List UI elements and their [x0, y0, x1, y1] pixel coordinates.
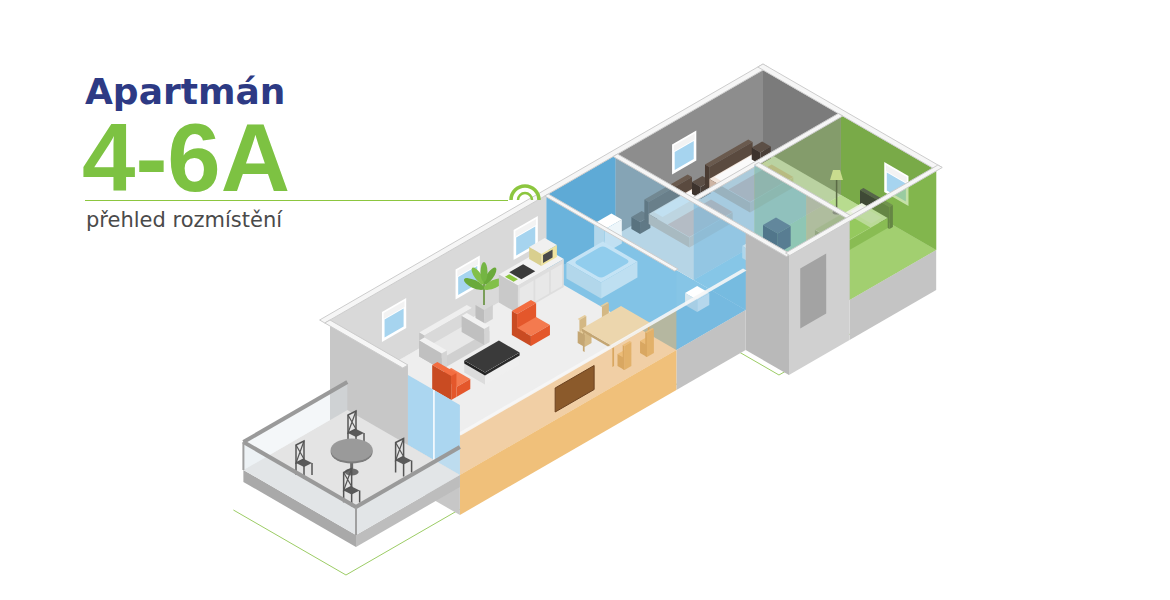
living-furniture	[529, 247, 541, 266]
balcony	[356, 447, 460, 507]
location-marker	[511, 186, 539, 200]
living-furniture	[517, 328, 531, 346]
bedroom-furniture	[830, 170, 843, 180]
floors	[330, 150, 936, 500]
living-furniture	[535, 272, 549, 302]
living-furniture	[543, 250, 553, 264]
back-wall	[382, 298, 406, 342]
living-furniture	[462, 316, 485, 345]
wall-cap	[754, 163, 854, 221]
living-furniture	[583, 332, 585, 352]
front-wall	[676, 270, 745, 350]
balcony	[356, 447, 460, 535]
living-furniture	[464, 361, 485, 376]
right-wall	[886, 165, 907, 183]
living-furniture	[531, 325, 550, 346]
living-furniture	[481, 262, 488, 282]
living-furniture	[499, 275, 518, 314]
balcony	[243, 442, 356, 507]
balcony	[396, 439, 412, 477]
wall-cap	[613, 154, 791, 257]
living-furniture	[531, 325, 550, 346]
living-furniture	[451, 373, 456, 400]
wall-cap	[545, 194, 678, 271]
wall-cap	[457, 269, 746, 436]
living-furniture	[484, 305, 493, 324]
ground-outline	[207, 185, 926, 600]
living-furniture	[451, 373, 456, 400]
wall-cap	[613, 154, 791, 257]
living-furniture	[583, 332, 585, 352]
balcony	[355, 507, 357, 535]
front-wall	[460, 270, 746, 515]
back-wall	[515, 219, 536, 237]
balcony	[243, 442, 356, 535]
living-furniture	[485, 353, 520, 385]
living-furniture	[456, 379, 470, 397]
living-furniture	[541, 245, 557, 266]
wall-cap	[786, 165, 943, 256]
living-furniture	[505, 274, 518, 282]
living-furniture	[551, 264, 562, 293]
front-wall	[555, 366, 594, 413]
back-wall	[674, 134, 695, 152]
apartment-number: 4-6A	[82, 103, 290, 213]
wall-cap	[754, 163, 854, 221]
living-furniture	[484, 326, 489, 345]
balcony	[243, 382, 460, 547]
subtitle: přehled rozmístění	[86, 208, 282, 232]
living-furniture	[529, 247, 541, 266]
ground-outline	[207, 185, 926, 600]
living-furniture	[456, 379, 470, 397]
balcony	[243, 442, 356, 535]
back-wall	[384, 301, 405, 319]
living-furniture	[462, 316, 485, 345]
front-wall	[460, 310, 676, 475]
balcony	[242, 442, 244, 470]
balcony	[243, 382, 347, 442]
living-furniture	[517, 328, 531, 346]
living-furniture	[512, 311, 517, 338]
bedroom-furniture	[705, 165, 709, 190]
living-furniture	[483, 282, 485, 305]
living-furniture	[499, 275, 518, 314]
left-wall	[433, 390, 435, 460]
back-wall	[672, 131, 696, 175]
front-wall	[800, 254, 826, 329]
living-furniture	[541, 245, 557, 266]
living-furniture	[484, 305, 493, 324]
balcony	[331, 439, 373, 462]
location-marker	[518, 193, 532, 200]
wall-cap	[457, 269, 746, 436]
back-wall	[330, 70, 763, 400]
wall-cap	[325, 320, 408, 368]
wall-cap	[545, 194, 678, 271]
living-furniture	[503, 264, 535, 283]
balcony	[356, 447, 460, 535]
living-furniture	[484, 326, 489, 345]
living-furniture	[485, 353, 520, 376]
living-furniture	[485, 353, 520, 385]
front-wall	[789, 220, 850, 375]
front-wall	[850, 170, 937, 300]
front-wall	[789, 170, 936, 375]
bedroom-furniture	[705, 165, 709, 190]
wall-cap	[786, 165, 943, 256]
living-furniture	[512, 311, 517, 338]
wall-cap	[325, 320, 408, 368]
